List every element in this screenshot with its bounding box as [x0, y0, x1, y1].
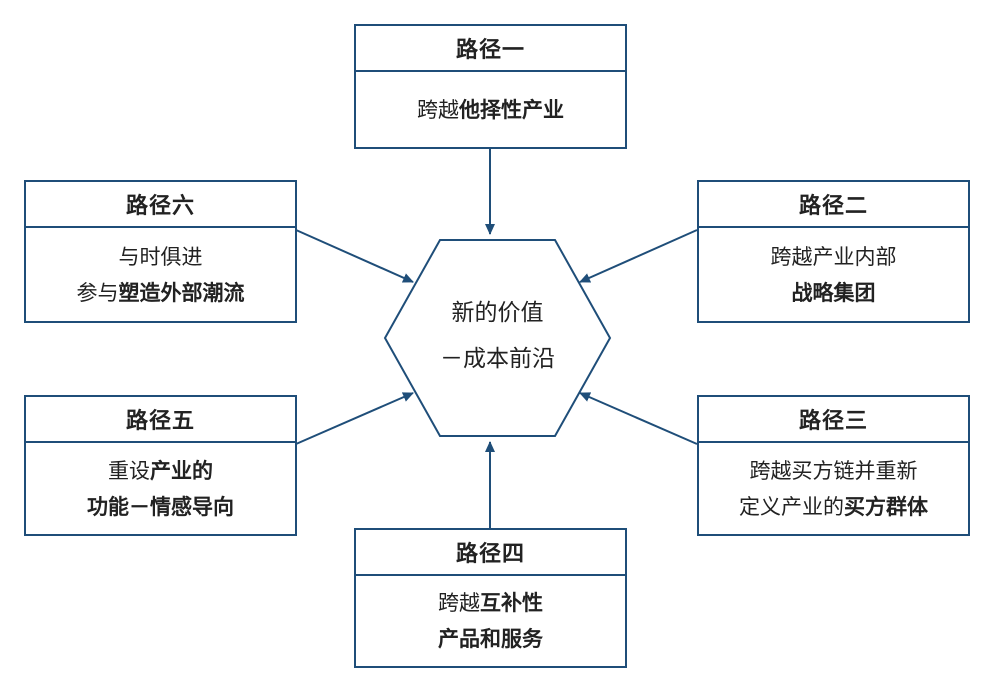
path-6-line-1-plain: 与时俱进 [118, 244, 203, 269]
path-4-box: 路径四 跨越互补性 产品和服务 [354, 528, 627, 668]
path-2-title: 路径二 [699, 182, 968, 228]
path-1-body: 跨越他择性产业 [356, 72, 625, 147]
arrow-path-5 [295, 392, 414, 445]
center-label: 新的价值 －成本前沿 [385, 290, 610, 382]
path-3-line-2-bold: 买方群体 [844, 494, 928, 519]
center-line-1: 新的价值 [451, 300, 544, 326]
path-3-body: 跨越买方链并重新 定义产业的买方群体 [699, 443, 968, 534]
path-5-body: 重设产业的 功能－情感导向 [26, 443, 295, 534]
center-line-2: －成本前沿 [440, 346, 555, 372]
path-5-line-1-plain: 重设 [108, 458, 150, 483]
path-1-line-1-plain: 跨越 [417, 97, 459, 122]
path-3-line-2-plain: 定义产业的 [739, 494, 844, 519]
path-1-line-1-bold: 他择性产业 [459, 97, 564, 122]
arrow-path-6 [295, 229, 414, 283]
path-4-line-1-plain: 跨越 [438, 591, 480, 615]
path-3-title: 路径三 [699, 397, 968, 443]
path-4-body: 跨越互补性 产品和服务 [356, 576, 625, 666]
path-3-box: 路径三 跨越买方链并重新 定义产业的买方群体 [697, 395, 970, 536]
path-2-line-1-plain: 跨越产业内部 [770, 244, 897, 269]
path-5-line-2-bold: 功能－情感导向 [87, 494, 234, 519]
path-3-line-1-plain: 跨越买方链并重新 [749, 458, 918, 483]
path-6-title: 路径六 [26, 182, 295, 228]
center-hexagon [383, 239, 612, 437]
path-1-box: 路径一 跨越他择性产业 [354, 24, 627, 149]
path-6-line-2-bold: 塑造外部潮流 [118, 280, 245, 305]
arrow-path-3 [579, 392, 698, 445]
path-6-box: 路径六 与时俱进 参与塑造外部潮流 [24, 180, 297, 323]
path-2-line-2-bold: 战略集团 [791, 280, 876, 305]
path-5-title: 路径五 [26, 397, 295, 443]
path-1-title: 路径一 [356, 26, 625, 72]
path-2-box: 路径二 跨越产业内部 战略集团 [697, 180, 970, 323]
path-4-title: 路径四 [356, 530, 625, 576]
arrow-path-2 [579, 229, 698, 283]
path-6-line-2-plain: 参与 [76, 280, 119, 305]
path-4-line-2-bold: 产品和服务 [438, 627, 543, 651]
path-4-line-1-bold: 互补性 [480, 591, 543, 615]
path-5-box: 路径五 重设产业的 功能－情感导向 [24, 395, 297, 536]
path-5-line-1-bold: 产业的 [150, 458, 213, 483]
path-6-body: 与时俱进 参与塑造外部潮流 [26, 228, 295, 321]
path-2-body: 跨越产业内部 战略集团 [699, 228, 968, 321]
